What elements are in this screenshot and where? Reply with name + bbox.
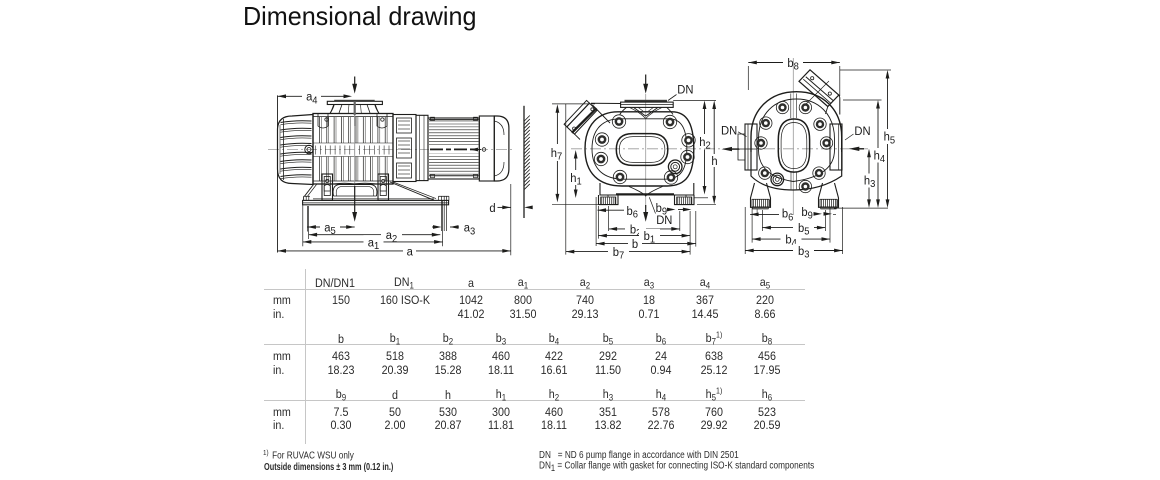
- svg-text:b3: b3: [798, 244, 810, 260]
- svg-text:h4: h4: [874, 149, 886, 165]
- svg-text:b8: b8: [787, 56, 799, 72]
- svg-text:b5: b5: [798, 222, 810, 238]
- svg-text:b2: b2: [630, 223, 641, 239]
- svg-text:a5: a5: [324, 221, 336, 237]
- svg-text:h5: h5: [884, 130, 896, 146]
- svg-text:d: d: [489, 201, 495, 215]
- svg-text:h2: h2: [699, 135, 710, 151]
- svg-text:a4: a4: [306, 90, 318, 106]
- svg-text:b4: b4: [785, 233, 797, 249]
- svg-text:b: b: [632, 238, 639, 252]
- svg-text:b1: b1: [644, 230, 655, 246]
- svg-text:h7: h7: [551, 146, 562, 162]
- svg-text:b9: b9: [656, 202, 667, 218]
- svg-text:h1: h1: [570, 171, 581, 187]
- svg-text:DN: DN: [854, 124, 870, 138]
- svg-text:a3: a3: [464, 221, 476, 237]
- svg-text:DN: DN: [721, 124, 737, 138]
- svg-text:a: a: [407, 245, 414, 259]
- svg-text:b6: b6: [626, 204, 638, 220]
- svg-text:h3: h3: [864, 174, 876, 190]
- svg-text:DN: DN: [656, 214, 672, 228]
- svg-text:b9: b9: [801, 205, 812, 221]
- svg-text:b6: b6: [782, 207, 794, 223]
- svg-text:a2: a2: [386, 229, 397, 245]
- svg-text:a1: a1: [368, 236, 379, 252]
- svg-text:h: h: [711, 155, 717, 169]
- svg-text:b7: b7: [613, 246, 624, 262]
- svg-text:DN: DN: [677, 83, 693, 97]
